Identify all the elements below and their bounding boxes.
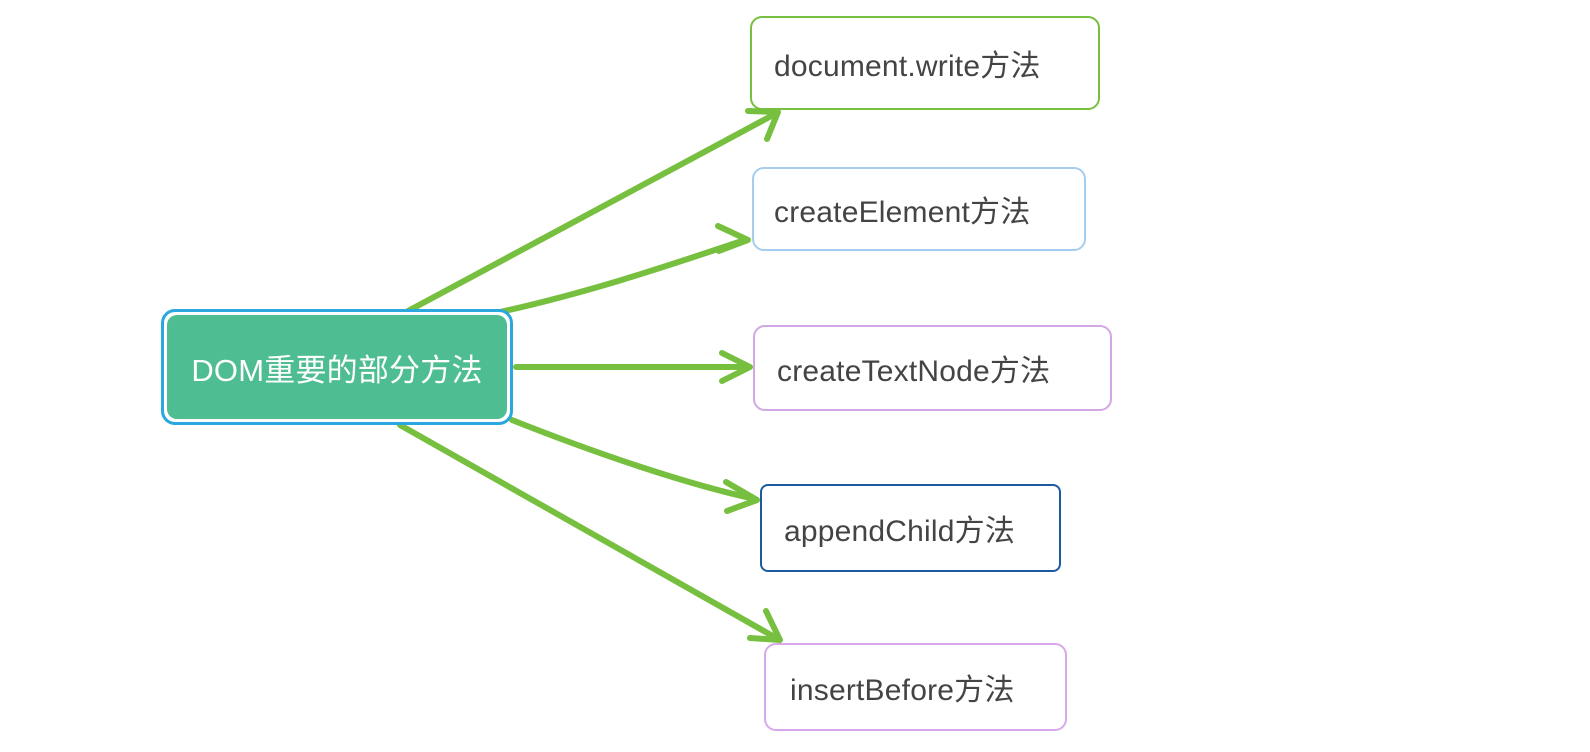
mindmap-root-node[interactable]: DOM重要的部分方法 — [161, 309, 513, 425]
mindmap-node-append-child[interactable]: appendChild方法 — [760, 484, 1061, 572]
mindmap-node-create-element[interactable]: createElement方法 — [752, 167, 1086, 251]
node-label-doc-write: document.write方法 — [774, 50, 1041, 83]
node-label-create-textnode: createTextNode方法 — [777, 355, 1051, 388]
node-label-create-element: createElement方法 — [774, 196, 1031, 229]
arrowhead-create-element — [715, 223, 751, 254]
mindmap-node-create-textnode[interactable]: createTextNode方法 — [753, 325, 1112, 411]
node-label-append-child: appendChild方法 — [784, 515, 1016, 548]
arrowhead-doc-write — [745, 108, 781, 142]
node-label-insert-before: insertBefore方法 — [790, 674, 1015, 707]
mindmap-node-insert-before[interactable]: insertBefore方法 — [764, 643, 1067, 731]
root-node-label: DOM重要的部分方法 — [191, 352, 483, 388]
edge-root-to-append-child — [509, 417, 758, 502]
mindmap-node-doc-write[interactable]: document.write方法 — [750, 16, 1100, 110]
arrowhead-append-child — [723, 479, 760, 514]
edge-root-to-create-element — [497, 237, 748, 315]
arrowhead-insert-before — [747, 608, 783, 643]
edge-root-to-doc-write — [405, 111, 778, 314]
root-node-inner: DOM重要的部分方法 — [167, 315, 507, 419]
arrowhead-create-textnode — [719, 350, 753, 384]
edge-root-to-insert-before — [397, 422, 781, 642]
